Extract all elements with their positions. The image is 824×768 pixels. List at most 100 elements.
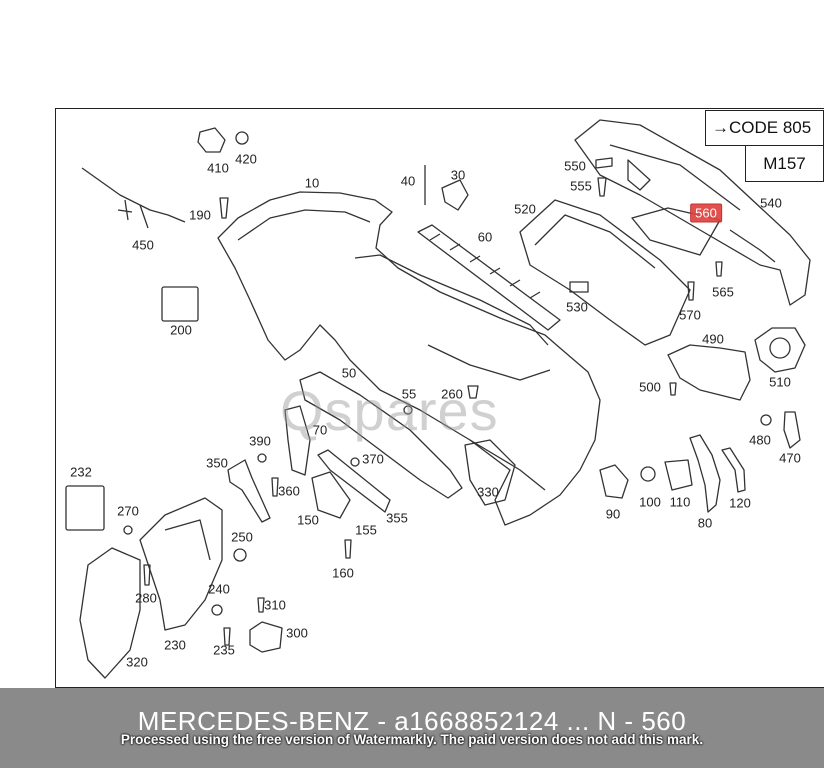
clip-55: [403, 405, 413, 415]
bumper-cover-part: [217, 191, 601, 526]
callout-60: 60: [477, 229, 493, 245]
part-100: [640, 466, 656, 482]
screw-500: [669, 382, 677, 396]
callout-540: 540: [760, 195, 782, 211]
part-470: [783, 411, 801, 449]
bracket-150-part: [311, 449, 391, 519]
callout-232: 232: [70, 464, 92, 480]
screw-260: [467, 385, 479, 399]
callout-520: 520: [514, 201, 536, 217]
callout-570: 570: [679, 307, 701, 323]
part-110: [664, 459, 693, 491]
callout-330: 330: [477, 484, 499, 500]
part-90: [599, 464, 629, 499]
callout-355: 355: [386, 510, 408, 526]
rail-80-part: [689, 434, 721, 513]
watermark-notice: Processed using the free version of Wate…: [120, 732, 704, 747]
screw-555: [597, 177, 607, 197]
sensor-410-part: [197, 127, 226, 153]
wheel-liner-320-part: [79, 547, 141, 679]
model-box: M157: [745, 146, 824, 182]
code-box: →CODE 805: [705, 110, 824, 146]
grille-part: [417, 224, 561, 331]
callout-555: 555: [570, 178, 592, 194]
callout-120: 120: [729, 495, 751, 511]
footer-title: MERCEDES-BENZ - a1668852124 ... N - 560: [137, 706, 687, 736]
clip-550: [595, 157, 613, 169]
part-480: [760, 414, 772, 426]
callout-565: 565: [712, 284, 734, 300]
callout-230: 230: [164, 637, 186, 653]
callout-530: 530: [566, 299, 588, 315]
screw-565: [715, 261, 723, 277]
clip-390: [257, 453, 267, 463]
callout-235: 235: [213, 642, 235, 658]
bracket-350-part: [227, 459, 271, 523]
callout-500: 500: [639, 379, 661, 395]
bracket-490-part: [667, 344, 751, 401]
diffuser-part: [519, 199, 691, 346]
callout-10: 10: [304, 175, 320, 191]
callout-310: 310: [264, 597, 286, 613]
lower-bumper-part: [464, 439, 516, 506]
screw-190: [219, 197, 229, 219]
callout-90: 90: [605, 506, 621, 522]
wire-450-part: [81, 167, 186, 229]
callout-70: 70: [312, 422, 328, 438]
watermark-logo: Qspares: [280, 379, 499, 442]
callout-550: 550: [564, 158, 586, 174]
reflector-part: [631, 207, 721, 256]
callout-510: 510: [769, 374, 791, 390]
clip-530: [569, 281, 589, 293]
callout-350: 350: [206, 455, 228, 471]
callout-50: 50: [341, 365, 357, 381]
screw-160: [344, 539, 352, 559]
callout-390: 390: [249, 433, 271, 449]
cover-300-part: [249, 621, 283, 653]
callout-280: 280: [135, 590, 157, 606]
ring-420-part: [235, 131, 249, 145]
panel-232-part: [65, 485, 105, 531]
callout-270: 270: [117, 503, 139, 519]
bracket-510-part: [754, 327, 806, 373]
callout-240: 240: [208, 581, 230, 597]
callout-80: 80: [697, 515, 713, 531]
clip-270: [123, 525, 133, 535]
screw-570: [687, 281, 695, 301]
callout-200: 200: [170, 322, 192, 338]
callout-155: 155: [355, 522, 377, 538]
callout-370: 370: [362, 451, 384, 467]
screw-280: [143, 564, 151, 586]
upper-trim-part: [574, 119, 811, 306]
callout-300: 300: [286, 625, 308, 641]
callout-110: 110: [669, 494, 691, 510]
callout-150: 150: [297, 512, 319, 528]
clip-250: [233, 548, 247, 562]
callout-260: 260: [441, 386, 463, 402]
callout-250: 250: [231, 529, 253, 545]
clip-240: [211, 604, 223, 616]
wheel-liner-230-part: [139, 497, 223, 631]
screw-310: [257, 597, 265, 613]
callout-560-highlighted: 560: [690, 203, 722, 223]
callout-360: 360: [278, 483, 300, 499]
callout-40: 40: [400, 173, 416, 189]
panel-200-part: [161, 286, 199, 322]
callout-55: 55: [401, 386, 417, 402]
callout-490: 490: [702, 331, 724, 347]
callout-410: 410: [207, 160, 229, 176]
callout-190: 190: [189, 207, 211, 223]
impact-absorber-part: [299, 371, 463, 499]
callout-450: 450: [132, 237, 154, 253]
callout-30: 30: [450, 167, 466, 183]
callout-320: 320: [126, 654, 148, 670]
bracket-70-part: [284, 405, 311, 476]
spring-235: [223, 627, 231, 646]
clip-370: [350, 457, 360, 467]
bracket-30-part: [441, 179, 469, 211]
footer-bar: [0, 688, 824, 768]
callout-470: 470: [779, 450, 801, 466]
callout-160: 160: [332, 565, 354, 581]
rail-120-part: [721, 447, 746, 493]
